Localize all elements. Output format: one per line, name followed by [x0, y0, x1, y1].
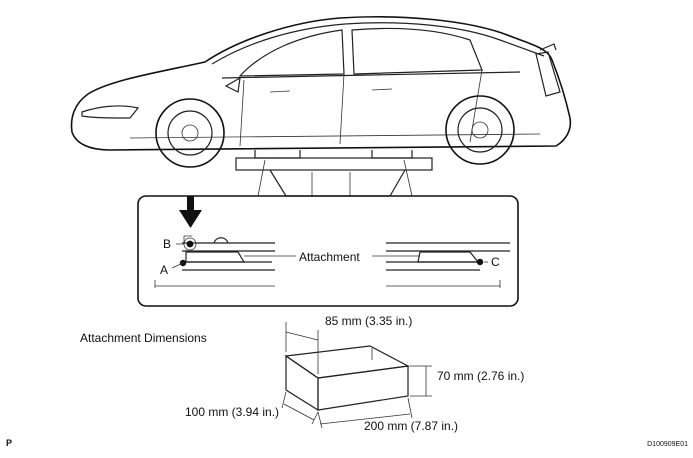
label-attachment: Attachment: [299, 250, 360, 264]
label-point-c: C: [491, 255, 500, 269]
down-arrow-icon: [179, 196, 202, 228]
point-c-marker: [476, 258, 484, 266]
vehicle-illustration: [70, 16, 572, 168]
label-point-b: B: [163, 237, 171, 251]
dimension-top-85mm: 85 mm (3.35 in.): [325, 314, 412, 328]
corner-marker-p: P: [6, 438, 12, 448]
dimension-height-70mm: 70 mm (2.76 in.): [437, 369, 524, 383]
label-point-a: A: [160, 263, 168, 277]
dimension-length-200mm: 200 mm (7.87 in.): [364, 419, 458, 433]
figure-code: D100909E01: [647, 441, 688, 448]
attachment-block-drawing: [281, 322, 432, 429]
detail-callout-box: [137, 195, 519, 307]
dimension-width-100mm: 100 mm (3.94 in.): [185, 405, 279, 419]
lift-platform: [235, 150, 433, 197]
dimensions-title: Attachment Dimensions: [80, 331, 207, 345]
point-b-marker: [186, 240, 194, 248]
